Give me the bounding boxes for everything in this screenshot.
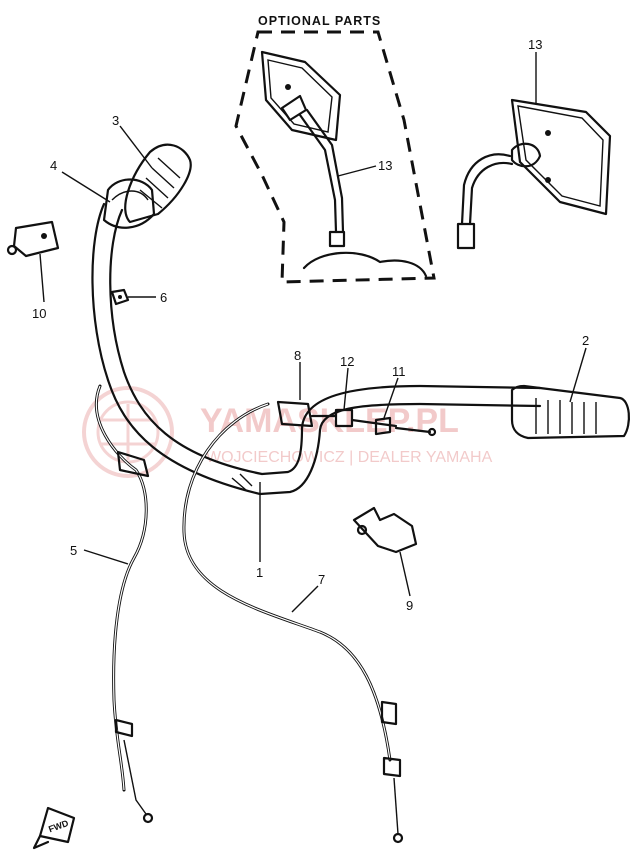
callout-10: 10 — [32, 306, 46, 321]
optional-parts-label: OPTIONAL PARTS — [258, 14, 381, 28]
throttle-adjuster — [276, 400, 437, 437]
callout-5: 5 — [70, 543, 77, 558]
callout-labels: 1 2 3 4 5 6 7 8 9 10 11 12 13 13 — [32, 37, 589, 613]
callout-2: 2 — [582, 333, 589, 348]
watermark: YAMASKLEP.PL WOJCIECHOWICZ | DEALER YAMA… — [82, 386, 493, 478]
lever-holder — [102, 178, 156, 229]
leader-lines — [39, 52, 587, 613]
callout-12: 12 — [340, 354, 354, 369]
cable-fitting — [352, 506, 418, 554]
watermark-title: YAMASKLEP.PL — [200, 402, 459, 440]
fwd-direction-marker: FWD — [32, 806, 76, 850]
callout-11: 11 — [392, 364, 406, 379]
callout-6: 6 — [160, 290, 167, 305]
watermark-subtitle: WOJCIECHOWICZ | DEALER YAMAHA — [206, 449, 493, 466]
mirror-assembly — [456, 98, 612, 250]
optional-mirror — [260, 50, 428, 278]
right-grip — [510, 384, 630, 440]
fwd-label: FWD — [47, 818, 70, 835]
callout-9: 9 — [406, 598, 413, 613]
left-grip — [124, 143, 192, 224]
switch-part — [6, 220, 60, 258]
optional-parts-box: OPTIONAL PARTS — [234, 14, 436, 284]
callout-1: 1 — [256, 565, 263, 580]
callout-7: 7 — [318, 572, 325, 587]
callout-8: 8 — [294, 348, 301, 363]
throttle-cable — [182, 402, 404, 844]
callout-13: 13 — [528, 37, 542, 52]
callout-13-optional: 13 — [378, 158, 392, 173]
screw-part — [110, 288, 130, 306]
callout-3: 3 — [112, 113, 119, 128]
clutch-cable — [94, 384, 154, 824]
callout-4: 4 — [50, 158, 57, 173]
